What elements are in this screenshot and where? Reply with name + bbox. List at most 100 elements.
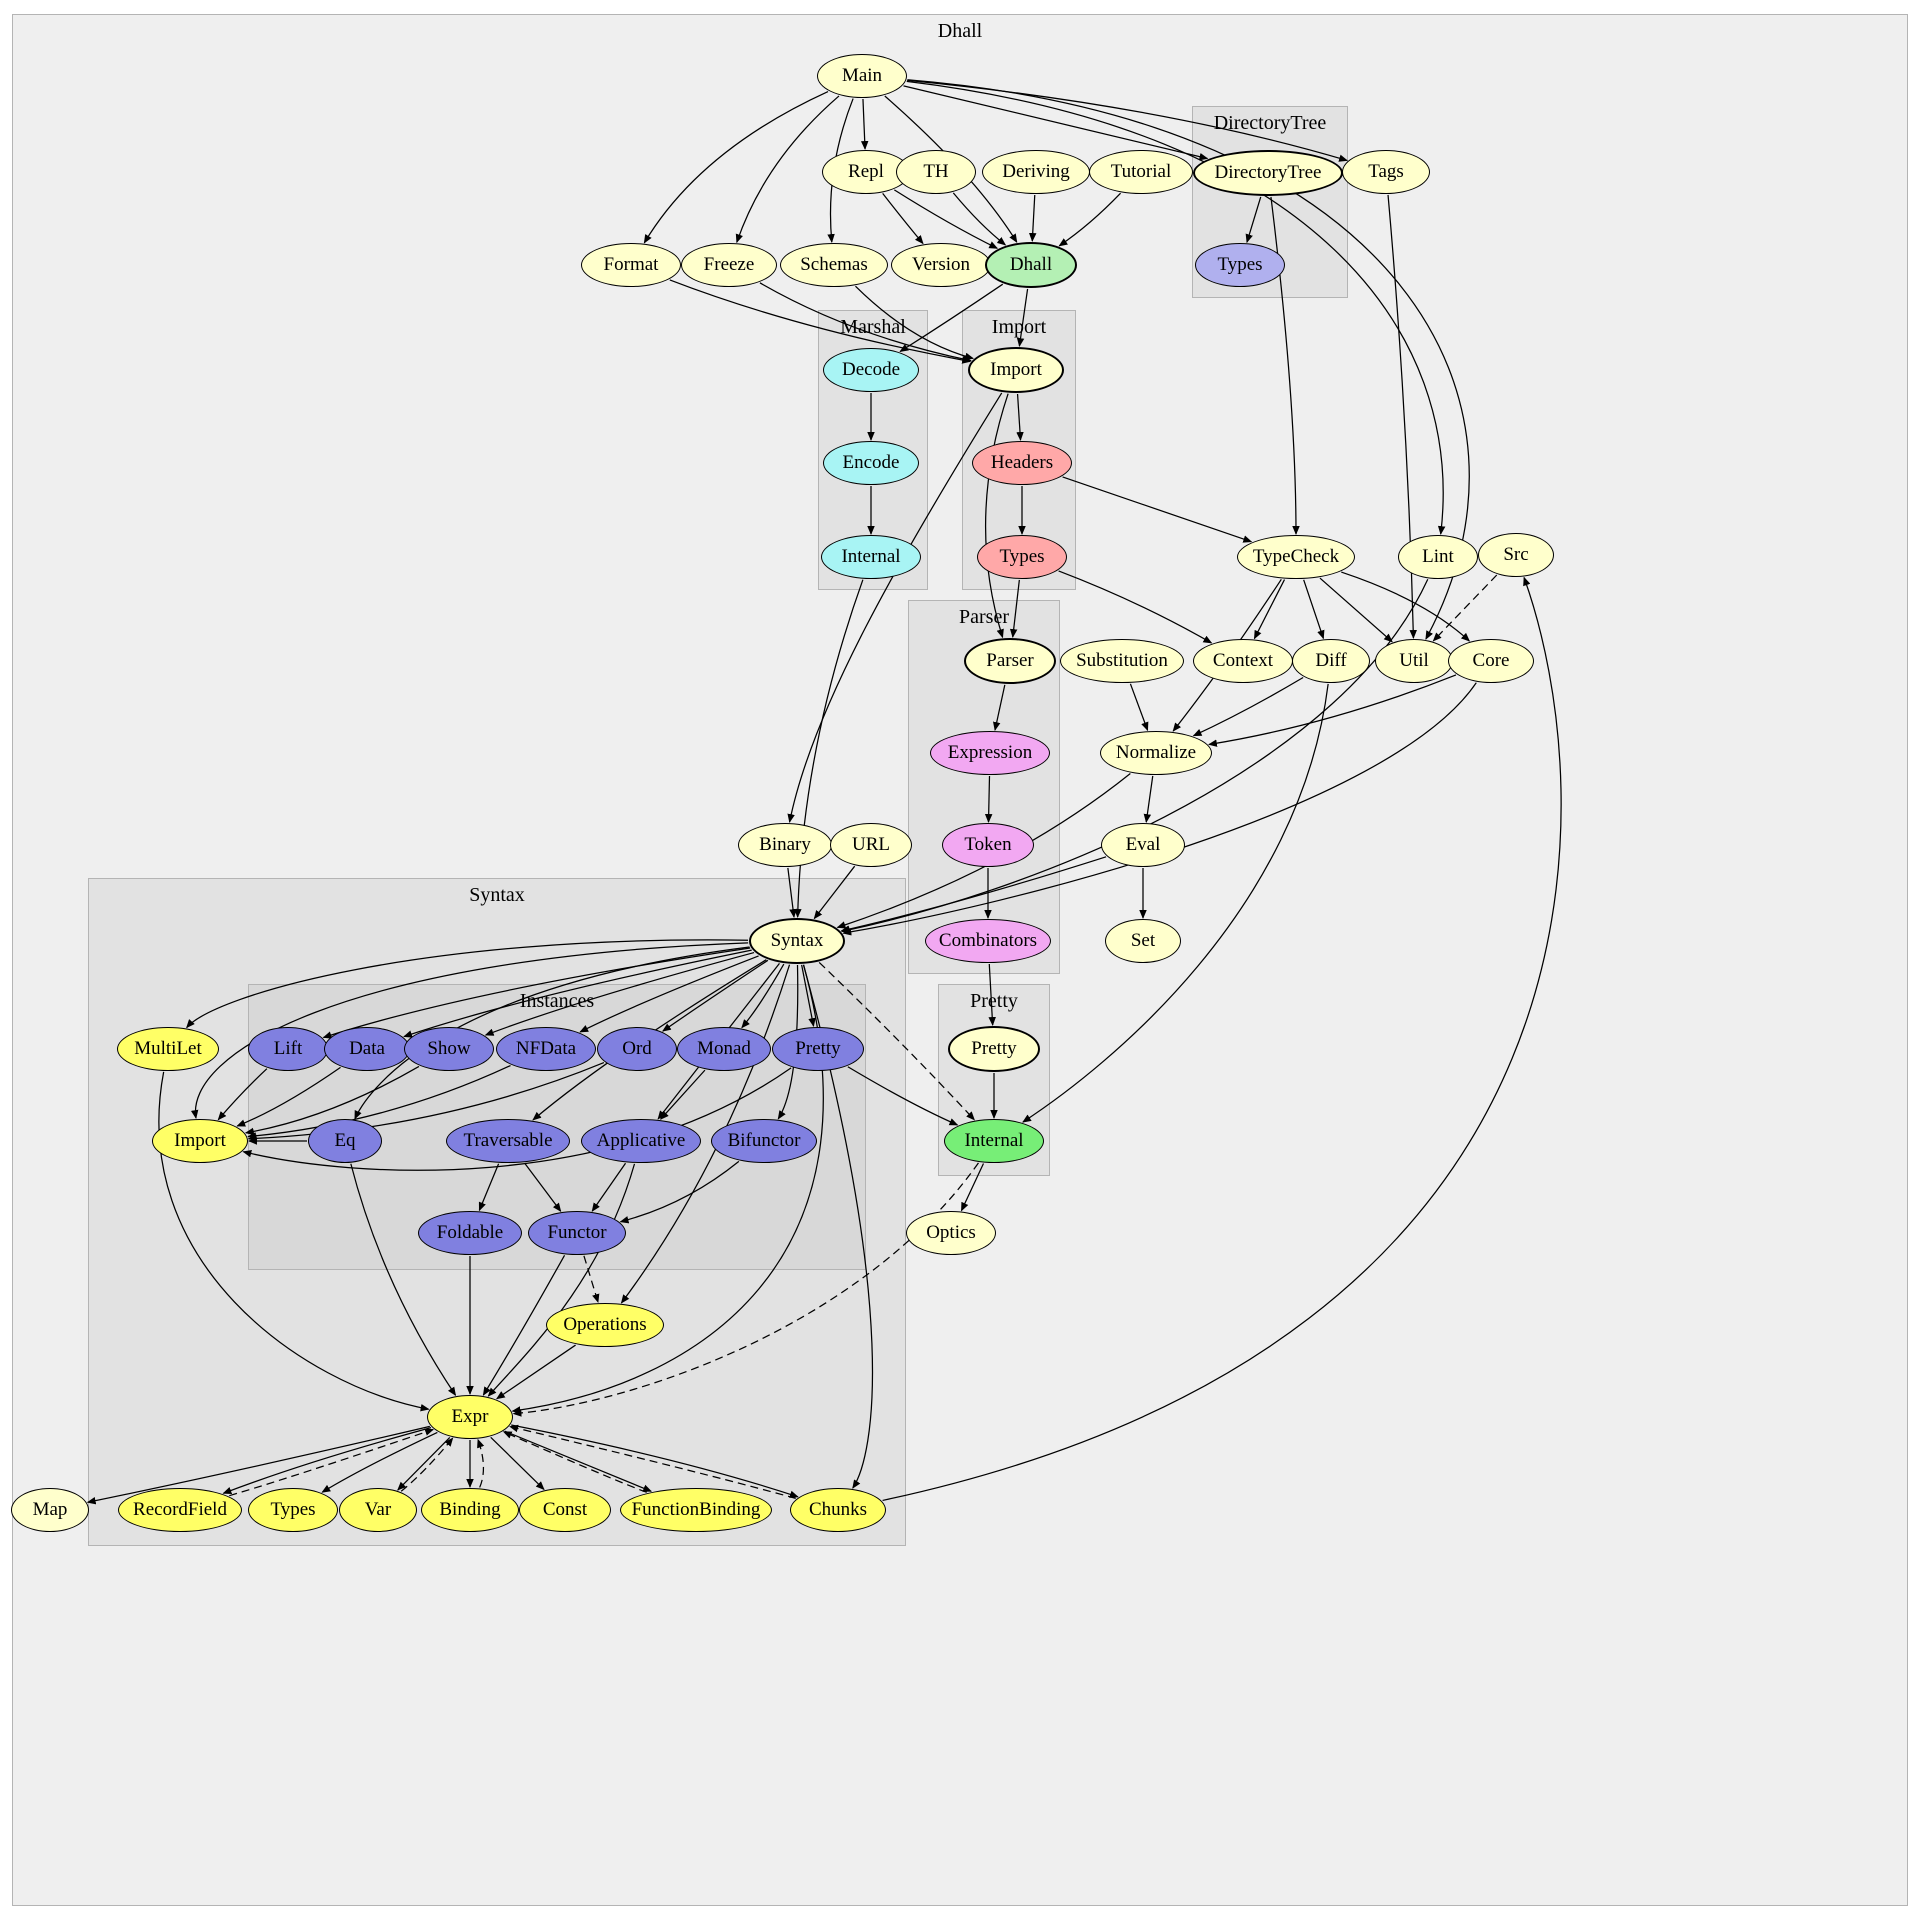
edge-lift-imports: [217, 1068, 268, 1121]
node-bifunctor: Bifunctor: [711, 1119, 817, 1163]
edge-repl-dhall: [893, 189, 999, 249]
node-encode: Encode: [823, 441, 919, 485]
edge-dhall-importi: [1016, 288, 1029, 347]
edge-headers-typecheck: [1062, 476, 1253, 543]
node-parser: Parser: [964, 638, 1056, 684]
node-combinators: Combinators: [925, 919, 1051, 963]
edge-combinators-prettyp: [988, 963, 996, 1026]
node-ord: Ord: [597, 1027, 677, 1071]
node-schemas: Schemas: [780, 243, 888, 287]
edge-typecheck-core: [1341, 571, 1471, 642]
edge-importi-parser: [985, 393, 1009, 639]
node-expr: Expr: [427, 1395, 513, 1439]
edge-dhall-decode: [899, 283, 1004, 353]
node-imports: Import: [152, 1119, 248, 1163]
edge-recordfield-expr: [229, 1428, 434, 1497]
edge-expr-typess: [321, 1431, 438, 1493]
node-repl: Repl: [822, 150, 910, 194]
edge-binary-syntax: [787, 867, 797, 918]
cluster-label-import: Import: [991, 316, 1047, 338]
node-internalm: Internal: [821, 535, 921, 579]
node-th: TH: [896, 150, 976, 194]
node-eq: Eq: [308, 1119, 382, 1163]
edge-expr-chunks: [511, 1424, 799, 1498]
edge-freeze-importi: [759, 282, 972, 363]
edge-internalm-syntax: [794, 579, 864, 918]
edge-syntax-multilet: [186, 939, 749, 1029]
edge-functor-expr: [482, 1254, 566, 1396]
edge-internalp-optics: [960, 1163, 985, 1212]
edge-monad-applicative: [660, 1069, 706, 1120]
edge-internalp-expr: [512, 1162, 979, 1417]
node-dhall: Dhall: [985, 242, 1077, 288]
edge-syntax-expr: [511, 964, 824, 1414]
cluster-label-marshal: Marshal: [840, 316, 906, 338]
edge-deriving-dhall: [1028, 194, 1037, 242]
edge-expr-functionbinding: [504, 1430, 653, 1492]
node-headers: Headers: [972, 441, 1072, 485]
node-foldable: Foldable: [418, 1211, 522, 1255]
node-monad: Monad: [677, 1027, 771, 1071]
node-traversable: Traversable: [446, 1119, 570, 1163]
node-var: Var: [339, 1488, 417, 1532]
edge-bifunctor-functor: [619, 1160, 740, 1224]
edge-substitution-normalize: [1129, 683, 1149, 732]
edge-var-expr: [400, 1437, 454, 1492]
edge-expr-var: [397, 1436, 451, 1491]
edge-ord-imports: [247, 1062, 605, 1143]
edge-typesi-context: [1058, 570, 1213, 644]
node-prettyp: Pretty: [948, 1026, 1040, 1072]
node-internalp: Internal: [944, 1119, 1044, 1163]
edge-functionbinding-expr: [502, 1431, 647, 1493]
edge-repl-version: [882, 192, 924, 245]
node-importi: Import: [968, 347, 1064, 393]
edge-traversable-foldable: [478, 1163, 500, 1212]
edge-main-tags: [907, 79, 1348, 162]
node-context: Context: [1193, 639, 1293, 683]
edge-core-normalize: [1208, 674, 1457, 747]
node-eval: Eval: [1101, 823, 1185, 867]
node-util: Util: [1375, 639, 1453, 683]
edge-tags-util: [1387, 194, 1417, 639]
edge-main-lint: [906, 80, 1446, 535]
edge-expr-map: [86, 1425, 430, 1505]
node-url: URL: [830, 823, 912, 867]
edge-syntax-prettyinst: [801, 964, 816, 1028]
cluster-label-syntax: Syntax: [469, 884, 525, 906]
node-binary: Binary: [738, 823, 832, 867]
node-recordfield: RecordField: [118, 1488, 242, 1532]
node-lift: Lift: [248, 1027, 328, 1071]
node-optics: Optics: [906, 1211, 996, 1255]
node-token: Token: [942, 823, 1034, 867]
edge-diff-normalize: [1192, 676, 1304, 737]
edge-expr-const: [490, 1436, 545, 1491]
edge-syntax-nfdata: [579, 955, 759, 1033]
edge-typesi-parser: [1009, 579, 1020, 638]
node-show: Show: [404, 1027, 494, 1071]
edge-eq-expr: [350, 1163, 457, 1397]
edge-url-syntax: [813, 865, 856, 920]
edge-nfdata-imports: [247, 1064, 511, 1140]
node-syntax: Syntax: [749, 918, 845, 964]
edge-typecheck-context: [1253, 579, 1286, 640]
node-expression: Expression: [930, 731, 1050, 775]
edge-main-directorytree: [903, 85, 1209, 161]
node-const: Const: [519, 1488, 611, 1532]
edge-syntax-data: [403, 949, 752, 1038]
node-deriving: Deriving: [982, 150, 1090, 194]
node-diff: Diff: [1292, 639, 1370, 683]
edge-show-imports: [244, 1065, 420, 1136]
node-main: Main: [817, 54, 907, 98]
node-core: Core: [1448, 639, 1534, 683]
node-multilet: MultiLet: [117, 1027, 219, 1071]
edge-importi-headers: [1016, 393, 1024, 441]
edge-syntax-ord: [662, 959, 769, 1032]
node-chunks: Chunks: [790, 1488, 886, 1532]
edge-normalize-eval: [1143, 775, 1154, 823]
node-version: Version: [891, 243, 991, 287]
edge-directorytree-typecheck: [1270, 196, 1300, 535]
node-substitution: Substitution: [1060, 639, 1184, 683]
edge-main-freeze: [735, 95, 840, 244]
edge-expr-recordfield: [222, 1427, 432, 1494]
